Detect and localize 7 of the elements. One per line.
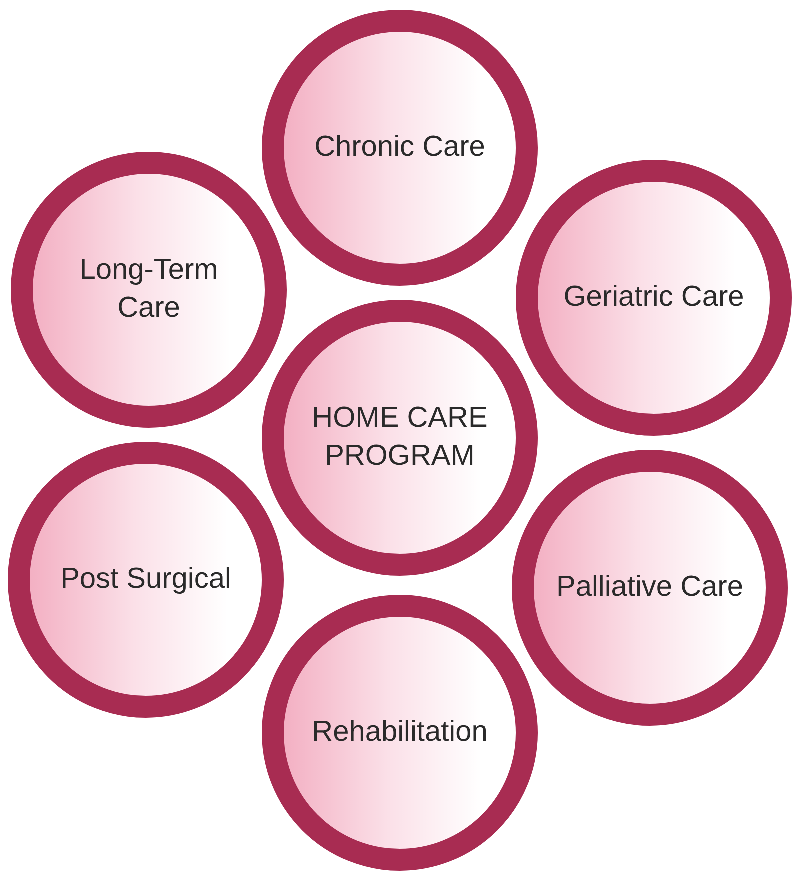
- circle-label: Palliative Care: [556, 570, 744, 606]
- circle-label: Geriatric Care: [564, 280, 744, 316]
- circle-label: Post Surgical: [60, 562, 232, 598]
- circle-label: Long-Term Care: [78, 253, 220, 326]
- circle-label: Rehabilitation: [312, 715, 488, 750]
- circle-label: Chronic Care: [314, 130, 486, 166]
- circle-label: HOME CARE PROGRAM: [311, 401, 489, 474]
